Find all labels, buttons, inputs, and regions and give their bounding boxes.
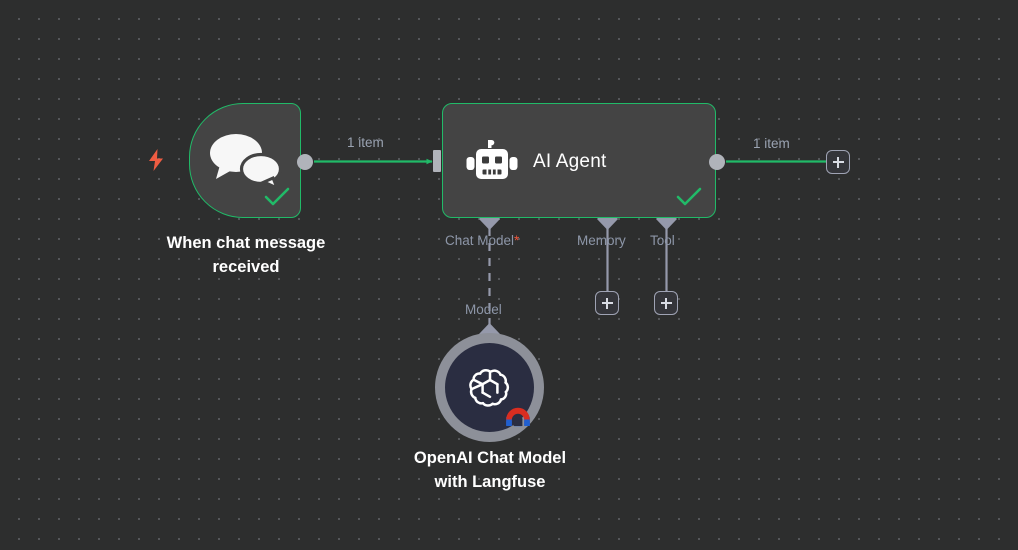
add-tool-button[interactable] — [654, 291, 678, 315]
trigger-output-port[interactable] — [297, 154, 313, 170]
agent-output-port[interactable] — [709, 154, 725, 170]
node-openai-chat-model[interactable] — [435, 333, 544, 442]
chat-model-label-text: Chat Model — [445, 233, 515, 248]
trigger-status-check-icon — [264, 187, 290, 212]
node-caption-openai: OpenAI Chat Model with Langfuse — [413, 449, 567, 491]
chat-model-required-asterisk: * — [514, 233, 520, 248]
openai-logo-icon — [468, 368, 509, 407]
edge-label-model: Model — [465, 302, 502, 317]
add-memory-button[interactable] — [595, 291, 619, 315]
robot-icon — [465, 140, 519, 193]
sub-connector-label-tool: Tool — [650, 233, 675, 248]
edge-label-trigger-to-agent: 1 item — [347, 135, 384, 150]
node-ai-agent[interactable]: AI Agent — [442, 103, 716, 218]
openai-node-inner — [445, 343, 534, 432]
sub-connector-label-memory: Memory — [577, 233, 626, 248]
node-when-chat-message-received[interactable] — [189, 103, 301, 218]
node-caption-trigger: When chat message received — [166, 234, 326, 276]
chat-bubbles-icon — [206, 128, 284, 197]
agent-node-title: AI Agent — [533, 150, 607, 172]
langfuse-magnet-icon — [506, 407, 530, 427]
add-node-button[interactable] — [826, 150, 850, 174]
edge-label-agent-to-next: 1 item — [753, 136, 790, 151]
agent-input-port[interactable] — [433, 150, 441, 172]
agent-status-check-icon — [676, 187, 702, 212]
lightning-bolt-icon — [146, 148, 166, 177]
sub-connector-label-chat-model: Chat Model* — [445, 233, 519, 248]
